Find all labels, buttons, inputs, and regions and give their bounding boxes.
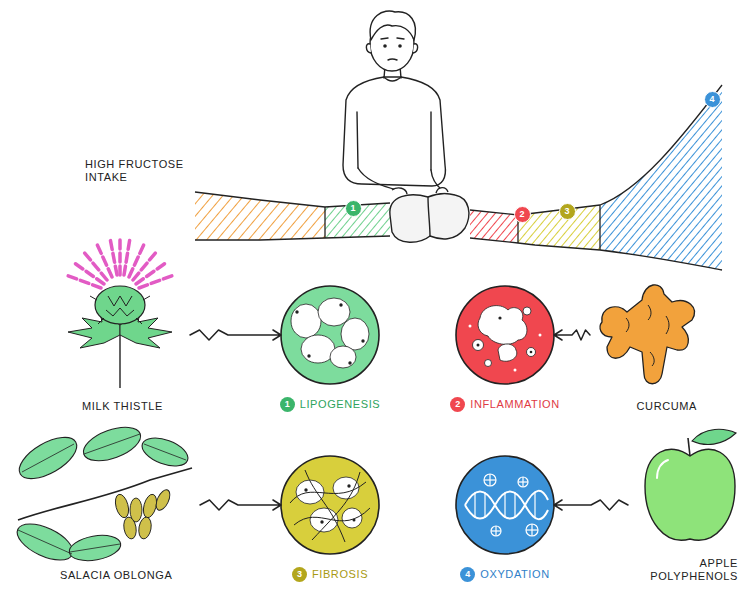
circle-outline xyxy=(278,453,382,557)
squiggle-arrow xyxy=(554,500,628,510)
circle-label: 3 FIBROSIS xyxy=(292,567,368,582)
remedy-plant: CURCUMA xyxy=(590,265,715,415)
stage-circle: 3 FIBROSIS xyxy=(255,453,405,582)
circle-border xyxy=(456,456,554,554)
callout-number: 3 xyxy=(292,567,307,582)
circle-border xyxy=(456,286,554,384)
inflammation-picture xyxy=(456,286,554,384)
milk-thistle-picture xyxy=(66,237,174,388)
liver-organ xyxy=(390,188,469,243)
circle-outline xyxy=(453,453,557,557)
callout-number: 4 xyxy=(704,91,721,108)
circle-label: 2 INFLAMMATION xyxy=(450,397,560,412)
squiggle-arrow xyxy=(190,330,281,340)
callout-number: 3 xyxy=(559,203,576,220)
apple-picture xyxy=(645,429,736,540)
callout-number: 1 xyxy=(345,200,362,217)
plant-name: SALACIA OBLONGA xyxy=(60,569,200,582)
circle-outline xyxy=(278,283,382,387)
circle-label-row: 2 INFLAMMATION xyxy=(430,393,580,412)
lipogenesis-picture xyxy=(281,286,379,384)
circle-border xyxy=(281,456,379,554)
squiggle-arrow xyxy=(200,500,281,510)
stage-circle: 2 INFLAMMATION xyxy=(430,283,580,412)
oxydation-picture xyxy=(456,456,554,554)
fibrosis-picture xyxy=(281,456,379,554)
plant-name: CURCUMA xyxy=(590,400,697,413)
circle-label-row: 1 LIPOGENESIS xyxy=(255,393,405,412)
band-label: HIGH FRUCTOSE INTAKE xyxy=(85,158,203,184)
circle-label-row: 4 OXYDATION xyxy=(430,563,580,582)
remedy-plant: MILK THISTLE xyxy=(55,220,190,415)
plant-name: MILK THISTLE xyxy=(55,400,190,413)
stage-name: LIPOGENESIS xyxy=(300,398,381,411)
circle-label: 1 LIPOGENESIS xyxy=(280,397,381,412)
plant-name: APPLE POLYPHENOLS xyxy=(628,557,738,583)
stage-name: OXYDATION xyxy=(480,568,549,581)
circle-label-row: 3 FIBROSIS xyxy=(255,563,405,582)
person-figure xyxy=(343,11,445,190)
callout-number: 1 xyxy=(280,397,295,412)
circle-label: 4 OXYDATION xyxy=(460,567,549,582)
progression-band xyxy=(195,85,722,270)
circle-outline xyxy=(453,283,557,387)
stage-name: INFLAMMATION xyxy=(470,398,560,411)
squiggle-arrow xyxy=(554,330,590,340)
stage-name: FIBROSIS xyxy=(312,568,368,581)
stage-circle: 1 LIPOGENESIS xyxy=(255,283,405,412)
salacia-picture xyxy=(12,421,192,568)
circle-border xyxy=(281,286,379,384)
callout-number: 4 xyxy=(460,567,475,582)
remedy-plant: APPLE POLYPHENOLS xyxy=(628,415,742,587)
callout-number: 2 xyxy=(450,397,465,412)
curcuma-picture xyxy=(600,285,694,384)
remedy-plant: SALACIA OBLONGA xyxy=(5,418,200,586)
stage-circle: 4 OXYDATION xyxy=(430,453,580,582)
callout-number: 2 xyxy=(514,206,531,223)
